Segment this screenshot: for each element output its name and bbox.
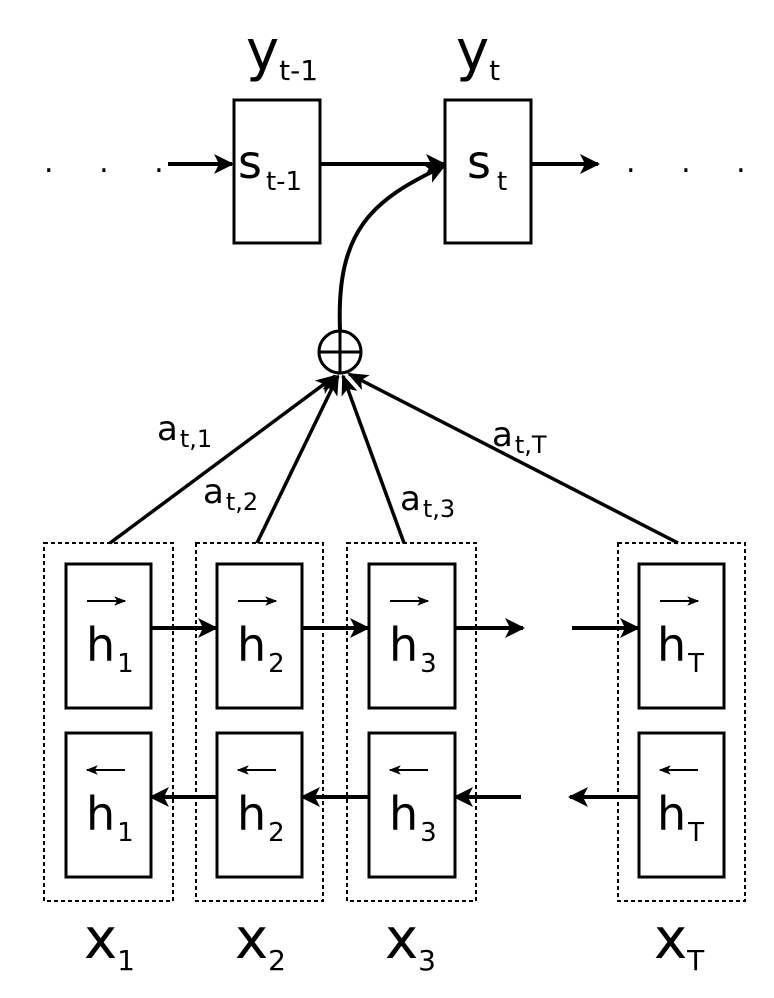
input-label-3: x3 (385, 907, 436, 977)
encoder-column-3 (346, 542, 477, 902)
backward-state-3: h3 (388, 765, 437, 848)
output-label-prev: yt-1 (246, 19, 318, 87)
forward-state-1: h1 (86, 596, 134, 679)
forward-state-2: h2 (237, 596, 285, 679)
backward-state-box-T (637, 731, 726, 879)
ellipsis-right: . . . (626, 145, 764, 180)
svg-text:h1: h1 (86, 618, 134, 679)
input-label-2: x2 (235, 907, 286, 977)
input-label-T: xT (654, 907, 705, 977)
backward-state-box-3 (367, 731, 457, 879)
weight-label-1: at,1 (157, 409, 212, 453)
output-label-curr: yt (456, 19, 500, 87)
weight-label-3: at,3 (400, 479, 455, 523)
forward-state-box-1 (64, 562, 153, 710)
backward-state-1: h1 (85, 765, 134, 848)
forward-state-box-2 (215, 562, 304, 710)
context-vector-arrow (337, 164, 446, 331)
backward-state-box-1 (64, 731, 153, 879)
svg-text:h3: h3 (389, 618, 437, 679)
svg-text:h1: h1 (86, 787, 134, 848)
svg-text:h2: h2 (237, 618, 285, 679)
svg-text:h3: h3 (389, 787, 437, 848)
weight-label-2: at,2 (203, 472, 258, 516)
backward-state-2: h2 (236, 765, 285, 848)
encoder-column-T (617, 542, 746, 902)
svg-text:hT: hT (657, 618, 704, 679)
forward-state-box-T (637, 562, 726, 710)
input-label-1: x1 (84, 907, 135, 977)
svg-text:h2: h2 (237, 787, 285, 848)
attention-line-2 (255, 374, 340, 544)
weight-label-T: at,T (492, 415, 547, 459)
attention-line-1 (108, 374, 337, 545)
backward-state-T: hT (657, 765, 704, 848)
state-box-prev (232, 98, 322, 245)
forward-state-box-3 (367, 562, 457, 710)
backward-state-box-2 (215, 731, 304, 879)
encoder-column-1 (43, 542, 174, 902)
state-box-curr (443, 98, 533, 245)
attention-line-3 (341, 374, 406, 544)
svg-text:hT: hT (657, 787, 704, 848)
forward-state-T: hT (657, 596, 704, 679)
attention-line-T (347, 372, 679, 545)
encoder-column-2 (195, 542, 324, 902)
ellipsis-left: . . . (44, 145, 182, 180)
forward-state-3: h3 (389, 596, 437, 679)
